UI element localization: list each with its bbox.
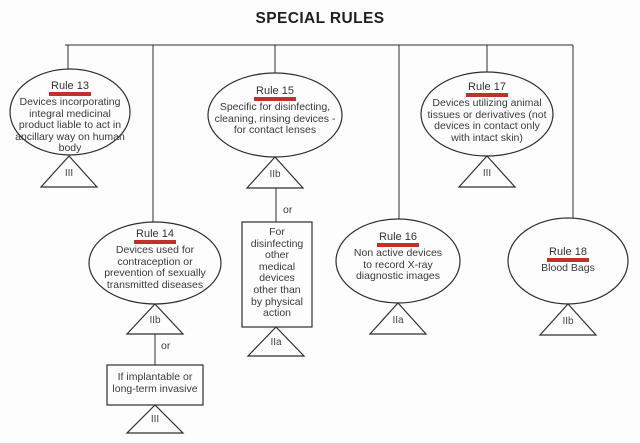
rule14-or-label: or — [161, 340, 171, 352]
rule13-node: Rule 13 Devices incorporating integral m… — [8, 80, 132, 155]
rule14-box-class-triangle — [125, 404, 185, 434]
rule16-class-label: IIa — [392, 315, 404, 326]
rule17-text: Devices utilizing animal tissues or deri… — [427, 97, 547, 144]
rule13-label-text: Rule 13 — [49, 80, 91, 96]
rule15-label: Rule 15 — [206, 85, 344, 101]
rule17-class-label: III — [482, 168, 492, 179]
rule14-condition-box — [106, 364, 204, 406]
rule18-class-label: IIb — [562, 316, 574, 327]
rule14-label: Rule 14 — [88, 228, 222, 244]
rule17-label-text: Rule 17 — [466, 81, 508, 97]
rule15-box-class-triangle — [246, 326, 306, 357]
rule16-label: Rule 16 — [333, 231, 463, 247]
rule17-class-triangle — [457, 155, 517, 188]
rule13-ellipse — [9, 68, 131, 156]
rule14-box-class-label: III — [150, 414, 160, 425]
rule18-text: Blood Bags — [541, 262, 595, 274]
rule18-label: Rule 18 — [508, 246, 628, 262]
page-title: SPECIAL RULES — [255, 10, 385, 27]
rule15-node: Rule 15 Specific for disinfecting, clean… — [206, 85, 344, 137]
rule16-text: Non active devices to record X-ray diagn… — [353, 247, 443, 282]
rule14-node: Rule 14 Devices used for contraception o… — [88, 228, 222, 291]
rule15-text: Specific for disinfecting, cleaning, rin… — [214, 101, 336, 136]
rule13-class-label: III — [64, 168, 74, 179]
rule14-label-text: Rule 14 — [134, 228, 176, 244]
rule14-class-label: IIb — [149, 315, 161, 326]
rule13-class-triangle — [39, 155, 99, 188]
rule15-class-triangle — [245, 156, 305, 189]
rule14-class-triangle — [125, 303, 185, 335]
rule18-class-triangle — [538, 303, 598, 336]
rule15-label-text: Rule 15 — [254, 85, 296, 101]
rule15-or-label: or — [283, 204, 293, 216]
rule18-node: Rule 18 Blood Bags — [508, 246, 628, 275]
rule15-class-label: IIb — [269, 169, 281, 180]
rule17-label: Rule 17 — [415, 81, 559, 97]
rule14-text: Devices used for contraception or preven… — [104, 244, 206, 291]
rule13-text: Devices incorporating integral medicinal… — [15, 96, 125, 154]
rule15-box-text: For disinfecting other medical devices o… — [250, 226, 304, 320]
rule14-box-text: If implantable or long-term invasive — [112, 371, 198, 395]
rule16-node: Rule 16 Non active devices to record X-r… — [333, 231, 463, 283]
rule17-node: Rule 17 Devices utilizing animal tissues… — [415, 81, 559, 144]
rule15-condition-box — [241, 221, 313, 328]
rule15-box-class-label: IIa — [270, 337, 282, 348]
rule13-label: Rule 13 — [8, 80, 132, 96]
rule18-label-text: Rule 18 — [547, 246, 589, 262]
rule16-class-triangle — [368, 302, 428, 335]
rule16-label-text: Rule 16 — [377, 231, 419, 247]
